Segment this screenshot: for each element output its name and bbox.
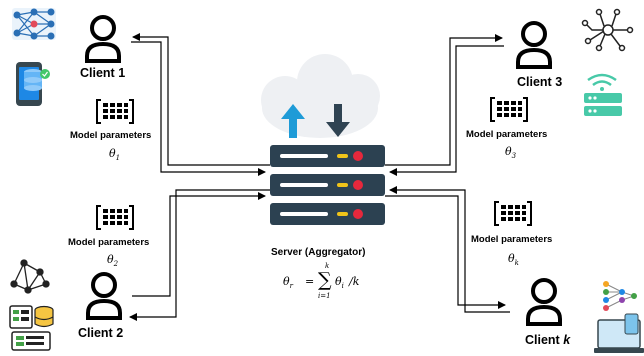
formula-rhs: θi bbox=[335, 275, 344, 291]
user-icon bbox=[85, 15, 121, 63]
formula-lhs: θr bbox=[283, 275, 293, 291]
client1-theta: θ1 bbox=[109, 147, 121, 163]
circuit-icon bbox=[581, 8, 634, 52]
client1-connection bbox=[131, 33, 270, 176]
formula-equals: = bbox=[305, 275, 315, 288]
server-unit-3 bbox=[270, 203, 385, 225]
server-rack-icon bbox=[270, 145, 385, 225]
clientk-connection bbox=[385, 186, 510, 313]
client1-params-label: Model parameters bbox=[70, 130, 152, 141]
matrix-icon bbox=[490, 97, 528, 122]
clientk-name: Client k bbox=[525, 333, 571, 347]
clientk-upload-arrow bbox=[389, 186, 510, 313]
client2-download-arrow bbox=[129, 189, 270, 321]
client1-download-arrow bbox=[132, 33, 270, 166]
sum-upper: k bbox=[325, 262, 330, 270]
neural-network-icon bbox=[12, 8, 56, 40]
clientk-theta: θk bbox=[508, 252, 519, 268]
client2-upload-arrow bbox=[132, 192, 266, 297]
matrix-icon bbox=[494, 201, 532, 226]
clientk-download-arrow bbox=[385, 195, 506, 309]
client1-upload-arrow bbox=[131, 41, 266, 176]
formula-div: /k bbox=[349, 275, 360, 288]
cloud-icon bbox=[261, 54, 380, 138]
matrix-icon bbox=[96, 205, 134, 230]
server-unit-2 bbox=[270, 174, 385, 196]
client3-download-arrow bbox=[385, 34, 503, 166]
matrix-icon bbox=[96, 99, 134, 124]
client2-name: Client 2 bbox=[78, 326, 124, 340]
client2-connection bbox=[129, 189, 270, 321]
sum-symbol: ∑ bbox=[318, 269, 332, 291]
server-title: Server (Aggregator) bbox=[271, 247, 366, 258]
aggregation-formula: θr = k ∑ i=1 θi /k bbox=[283, 262, 379, 304]
laptop-icon bbox=[594, 313, 644, 353]
client3-upload-arrow bbox=[389, 45, 504, 176]
user-icon bbox=[516, 21, 552, 69]
clientk-params-label: Model parameters bbox=[471, 234, 553, 245]
client3-name: Client 3 bbox=[517, 75, 563, 89]
client2-params-label: Model parameters bbox=[68, 237, 150, 248]
phone-database-icon bbox=[16, 62, 50, 106]
client3-theta: θ3 bbox=[505, 145, 517, 161]
client3-params-label: Model parameters bbox=[466, 129, 548, 140]
wifi-router-icon bbox=[584, 73, 622, 116]
user-icon bbox=[86, 272, 122, 320]
client2-theta: θ2 bbox=[107, 253, 119, 269]
user-icon bbox=[526, 278, 562, 326]
client1-name: Client 1 bbox=[80, 66, 126, 80]
database-icon bbox=[9, 305, 54, 351]
server-unit-1 bbox=[270, 145, 385, 167]
client3-connection bbox=[385, 34, 504, 176]
download-arrow-icon bbox=[326, 104, 350, 137]
upload-arrow-icon bbox=[281, 104, 305, 138]
tree-network-icon bbox=[603, 281, 637, 311]
sum-lower: i=1 bbox=[318, 292, 331, 300]
graph-icon bbox=[10, 259, 50, 294]
